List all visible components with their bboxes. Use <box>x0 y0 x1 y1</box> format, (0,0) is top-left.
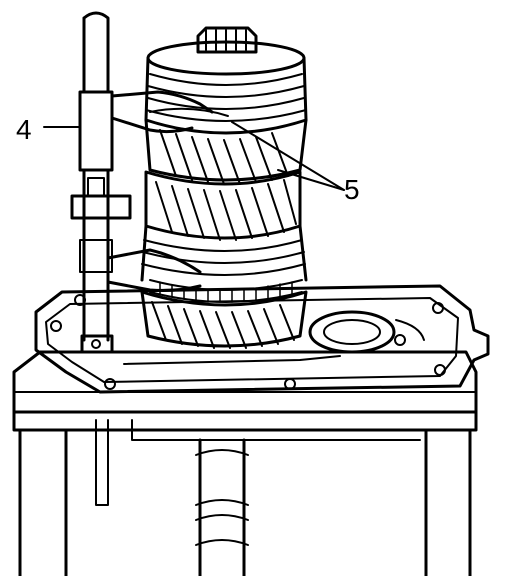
callout-label-5: 5 <box>344 174 360 205</box>
gear-stack <box>140 26 308 349</box>
leader-line-5a <box>231 121 345 191</box>
work-stand <box>12 350 478 576</box>
callout-label-4: 4 <box>16 114 32 145</box>
leader-lines <box>43 121 345 191</box>
puller-tool <box>70 11 229 354</box>
leader-line-5b <box>277 169 345 191</box>
